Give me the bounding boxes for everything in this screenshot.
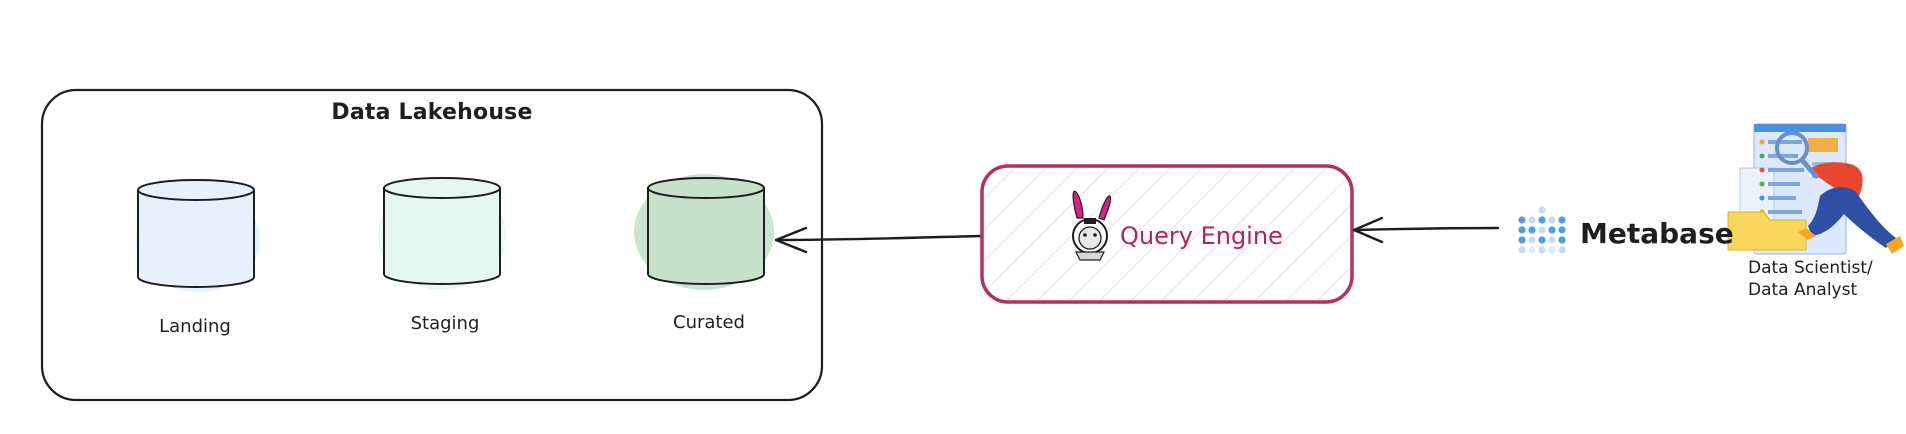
staging-storage-icon <box>378 177 506 290</box>
metabase-logo-dot <box>1528 226 1536 234</box>
rabbit-astronaut-icon <box>1072 190 1112 261</box>
metabase-logo-dot <box>1538 216 1546 224</box>
landing-label: Landing <box>159 316 231 337</box>
staging-label: Staging <box>410 313 480 334</box>
metabase-logo-dot <box>1538 226 1546 234</box>
metabase-logo-dot <box>1548 216 1556 224</box>
metabase-logo-dot <box>1518 236 1526 244</box>
metabase-logo-dot <box>1548 236 1556 244</box>
metabase-logo-dot <box>1528 216 1536 224</box>
metabase-logo-icon <box>1518 206 1566 254</box>
metabase-logo-dot <box>1538 246 1546 254</box>
metabase-logo-dot <box>1518 216 1526 224</box>
metabase-logo-dot <box>1538 206 1546 214</box>
metabase-logo-dot <box>1518 246 1526 254</box>
arrow-query-to-curated <box>774 226 984 254</box>
metabase-logo-dot <box>1528 236 1536 244</box>
metabase-logo-dot <box>1548 226 1556 234</box>
arrow-metabase-to-query <box>1352 216 1500 244</box>
metabase-logo-dot <box>1558 226 1566 234</box>
persona-label-line-2: Data Analyst <box>1748 280 1858 300</box>
metabase-logo-dot <box>1558 216 1566 224</box>
metabase-logo-dot <box>1548 246 1556 254</box>
curated-label: Curated <box>673 312 745 333</box>
metabase-logo-dot <box>1528 246 1536 254</box>
metabase-logo-dot <box>1558 246 1566 254</box>
lakehouse-title: Data Lakehouse <box>331 100 533 125</box>
curated-storage-icon <box>634 174 774 290</box>
metabase-logo-dot <box>1558 236 1566 244</box>
lakehouse-container <box>40 88 824 402</box>
metabase-logo-dot <box>1538 236 1546 244</box>
query-engine-label: Query Engine <box>1120 222 1283 250</box>
landing-storage-icon <box>136 179 260 292</box>
persona-label-line-1: Data Scientist/ <box>1748 258 1873 278</box>
metabase-logo-dot <box>1518 226 1526 234</box>
metabase-label: Metabase <box>1580 217 1734 250</box>
persona-label: Data Scientist/ Data Analyst <box>1748 257 1888 301</box>
data-analyst-illustration-icon <box>1727 123 1904 255</box>
